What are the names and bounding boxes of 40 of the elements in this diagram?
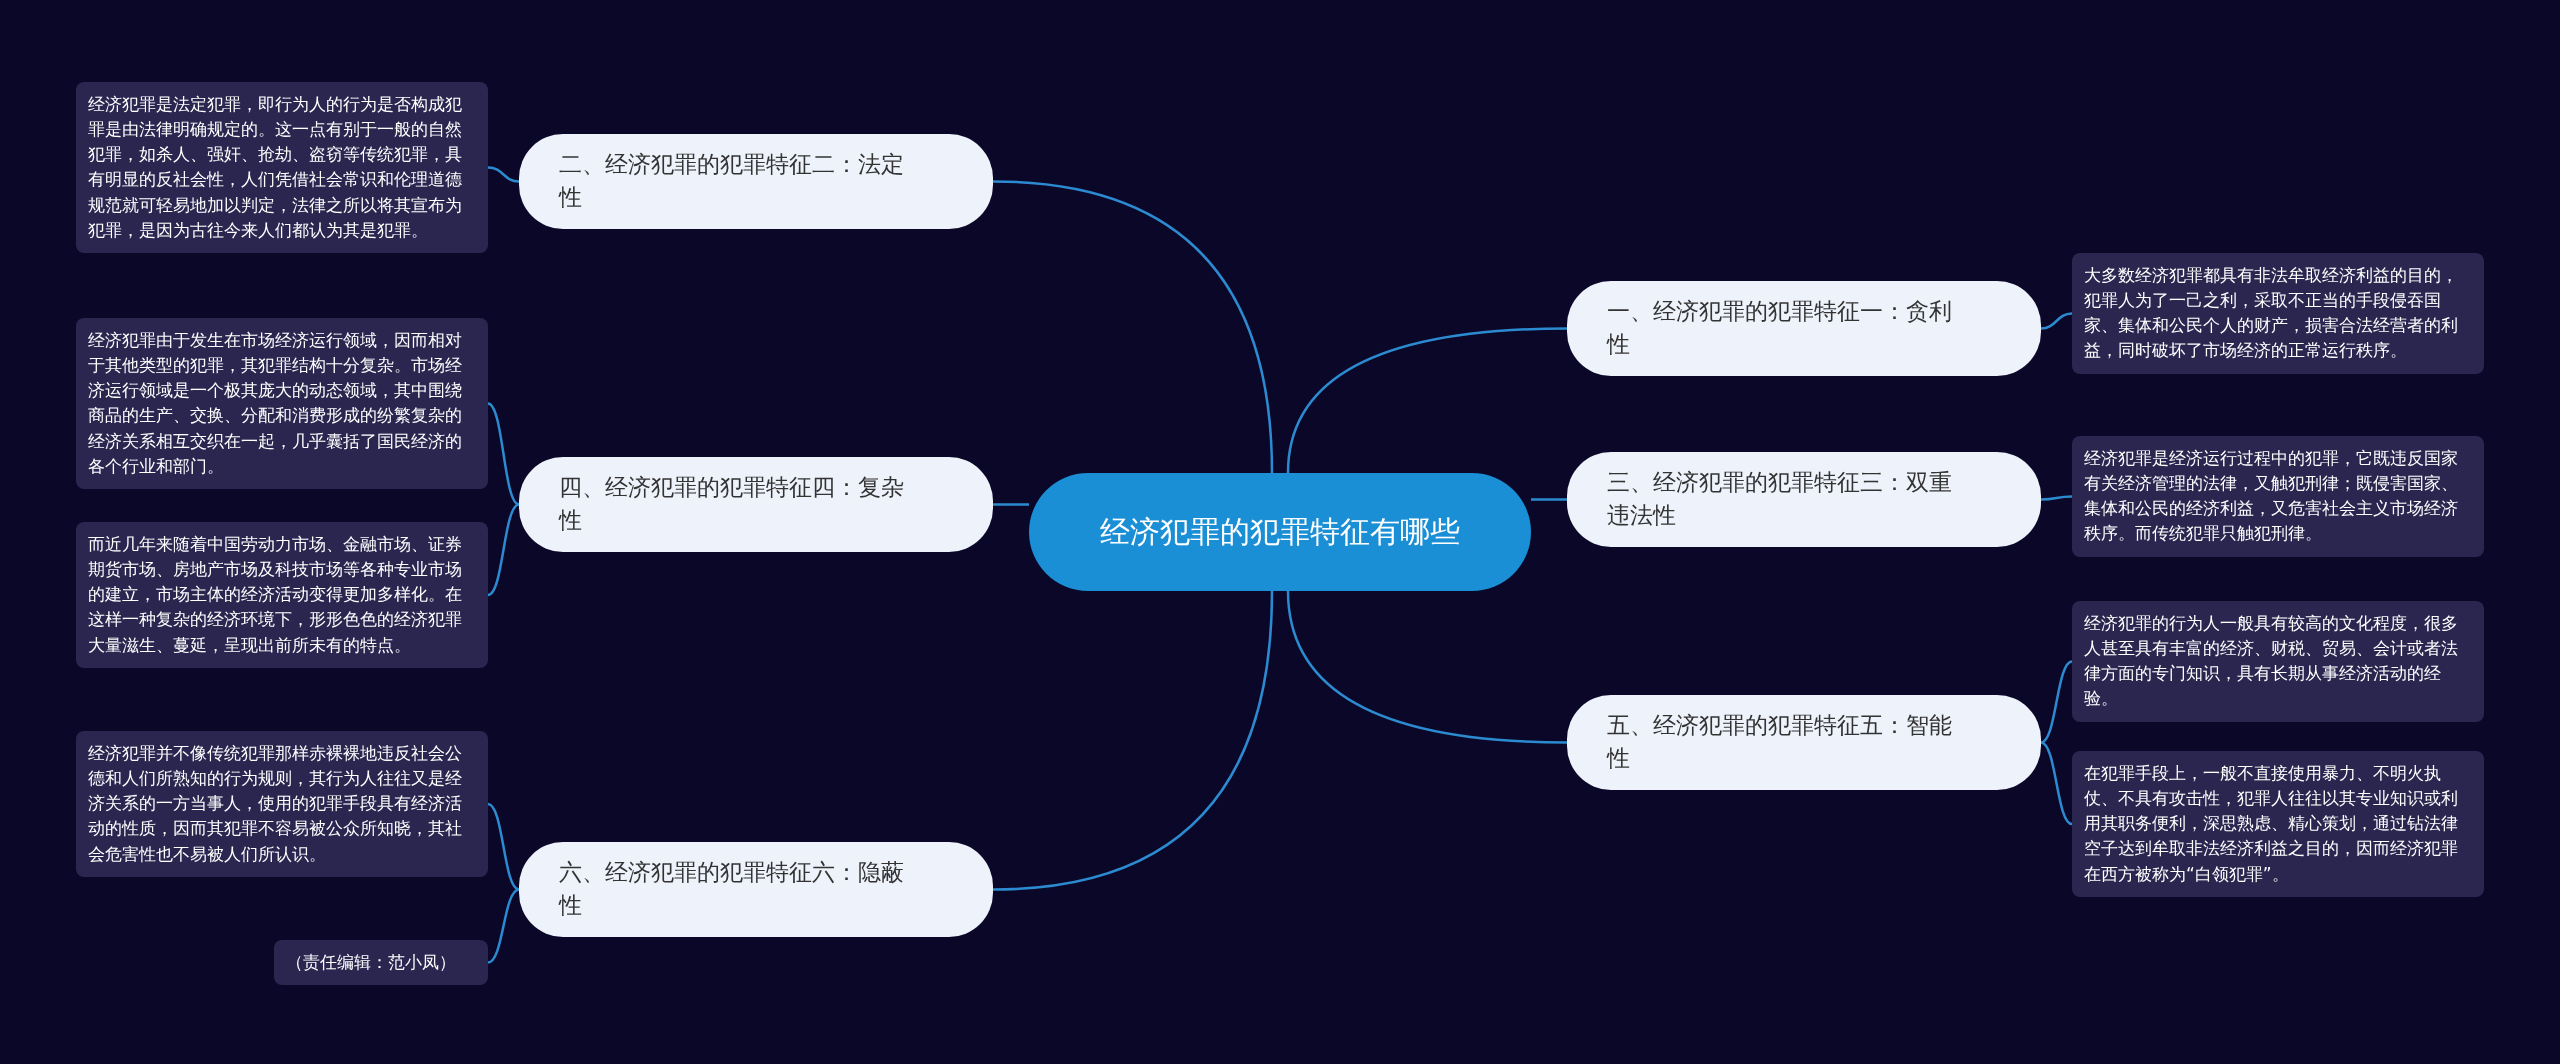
note-card (76, 82, 488, 253)
connector-line (993, 503, 1029, 506)
connector-line (487, 503, 520, 597)
topic-text: 大多数经济犯罪都具有非法牟取经济利益的目的，犯罪人为了一己之利，采取不正当的手段侵吞国家、集体和公民个人的财产，损害合法经营者的利益，同时破坏了市场经济的正常运行秩序。 (2084, 264, 2459, 363)
topic-text: 经济犯罪由于发生在市场经济运行领域，因而相对于其他类型的犯罪，其犯罪结构十分复杂。市场经济运行领域是一个极其庞大的动态领域，其中围绕商品的生产、交换、分配和消费形成的纷繁复杂的经济关系相互交织在一起，几乎囊括了国民经济的各个行业和部门。 (88, 329, 463, 478)
note-card (274, 940, 488, 986)
note-card (2072, 751, 2484, 897)
topic-text: （责任编辑：范小凤） (286, 951, 456, 974)
topic-text: 二、经济犯罪的犯罪特征二：法定性 (559, 150, 905, 213)
note-card (76, 731, 488, 877)
topic-text: 在犯罪手段上，一般不直接使用暴力、不明火执仗、不具有攻击性，犯罪人往往以其专业知识或利用其职务便利，深思熟虑、精心策划，通过钻法律空子达到牟取非法经济利益之目的，因而经济犯罪在西方被称为“白领犯罪”。 (2084, 762, 2459, 886)
note-card (2072, 601, 2484, 722)
topic-text: 经济犯罪并不像传统犯罪那样赤裸裸地违反社会公德和人们所熟知的行为规则，其行为人往往又是经济关系的一方当事人，使用的犯罪手段具有经济活动的性质，因而其犯罪不容易被公众所知晓，其社会危害性也不易被人们所认识。 (88, 742, 463, 866)
connector-line (1531, 498, 1567, 501)
connector-line (2040, 660, 2073, 744)
note-card (76, 318, 488, 489)
connector-line (2040, 495, 2073, 501)
note-card (2072, 436, 2484, 557)
topic-text: 经济犯罪是经济运行过程中的犯罪，它既违反国家有关经济管理的法律，又触犯刑律；既侵害国家、集体和公民的经济利益，又危害社会主义市场经济秩序。而传统犯罪只触犯刑律。 (2084, 447, 2459, 546)
topic-text: 三、经济犯罪的犯罪特征三：双重违法性 (1607, 468, 1953, 531)
topic-text: 经济犯罪的犯罪特征有哪些 (1100, 513, 1460, 551)
topic-text: 五、经济犯罪的犯罪特征五：智能性 (1607, 711, 1953, 774)
topic-text: 经济犯罪是法定犯罪，即行为人的行为是否构成犯罪是由法律明确规定的。这一点有别于一般的自然犯罪，如杀人、强奸、抢劫、盗窃等传统犯罪，具有明显的反社会性，人们凭借社会常识和伦理道德规范就可轻易地加以判定，法律之所以将其宣布为犯罪，是因为古往今来人们都认为其是犯罪。 (88, 93, 463, 242)
connector-line (992, 180, 1274, 474)
topic-text: 一、经济犯罪的犯罪特征一：贪利性 (1607, 297, 1953, 360)
connector-line (2040, 312, 2073, 330)
connector-line (487, 402, 520, 506)
connector-line (487, 888, 520, 964)
connector-line (2040, 741, 2073, 826)
topic-text: 四、经济犯罪的犯罪特征四：复杂性 (559, 473, 905, 536)
connector-line (1286, 327, 1568, 474)
connector-line (992, 590, 1274, 891)
connector-line (1286, 590, 1568, 744)
topic-text: 而近几年来随着中国劳动力市场、金融市场、证券期货市场、房地产市场及科技市场等各种专业市场的建立，市场主体的经济活动变得更加多样化。在这样一种复杂的经济环境下，形形色色的经济犯罪大量滋生、蔓延，呈现出前所未有的特点。 (88, 533, 463, 657)
topic-text: 经济犯罪的行为人一般具有较高的文化程度，很多人甚至具有丰富的经济、财税、贸易、会计或者法律方面的专门知识，具有长期从事经济活动的经验。 (2084, 612, 2459, 711)
connector-line (487, 166, 520, 183)
topic-text: 六、经济犯罪的犯罪特征六：隐蔽性 (559, 858, 905, 921)
note-card (2072, 253, 2484, 374)
note-card (76, 522, 488, 668)
connector-line (487, 802, 520, 891)
